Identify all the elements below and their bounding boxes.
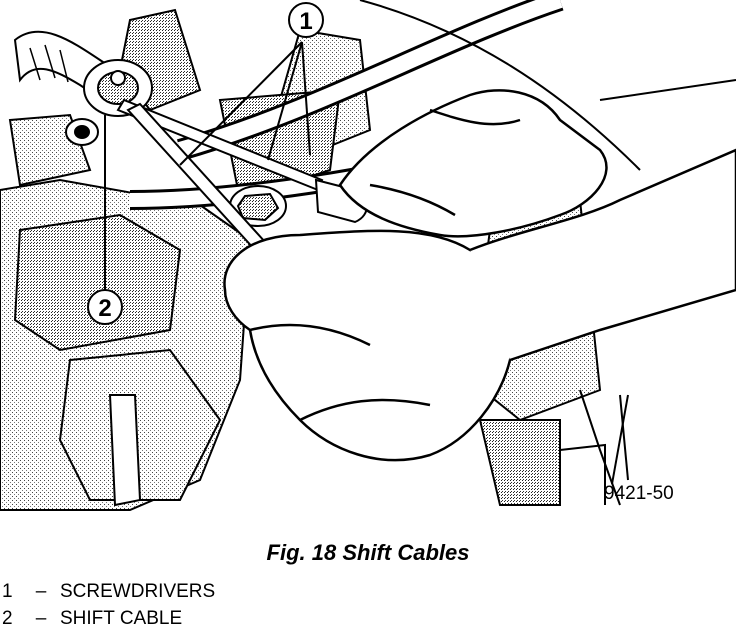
shift-cable-illustration: 1 2	[0, 0, 736, 511]
background-lines	[559, 79, 736, 506]
legend-item: 1 –SCREWDRIVERS	[2, 578, 215, 605]
cable-end-grommet	[65, 59, 153, 146]
legend-dash: –	[35, 581, 47, 602]
figure-id: 9421-50	[604, 483, 674, 504]
legend-item: 2 –SHIFT CABLE	[2, 605, 215, 632]
legend-number: 1	[2, 581, 13, 602]
callout-1: 1	[288, 2, 324, 38]
legend-text: SHIFT CABLE	[60, 608, 183, 629]
gloved-hands	[223, 89, 736, 462]
legend-dash: –	[35, 608, 47, 629]
svg-text:1: 1	[299, 8, 312, 35]
leader-lines	[104, 41, 629, 485]
svg-text:2: 2	[98, 295, 111, 322]
legend-text: SCREWDRIVERS	[60, 581, 216, 602]
figure-caption: Fig. 18 Shift Cables	[266, 540, 470, 565]
callout-2: 2	[87, 289, 123, 325]
legend: 1 –SCREWDRIVERS 2 –SHIFT CABLE	[2, 578, 215, 632]
legend-number: 2	[2, 608, 13, 629]
